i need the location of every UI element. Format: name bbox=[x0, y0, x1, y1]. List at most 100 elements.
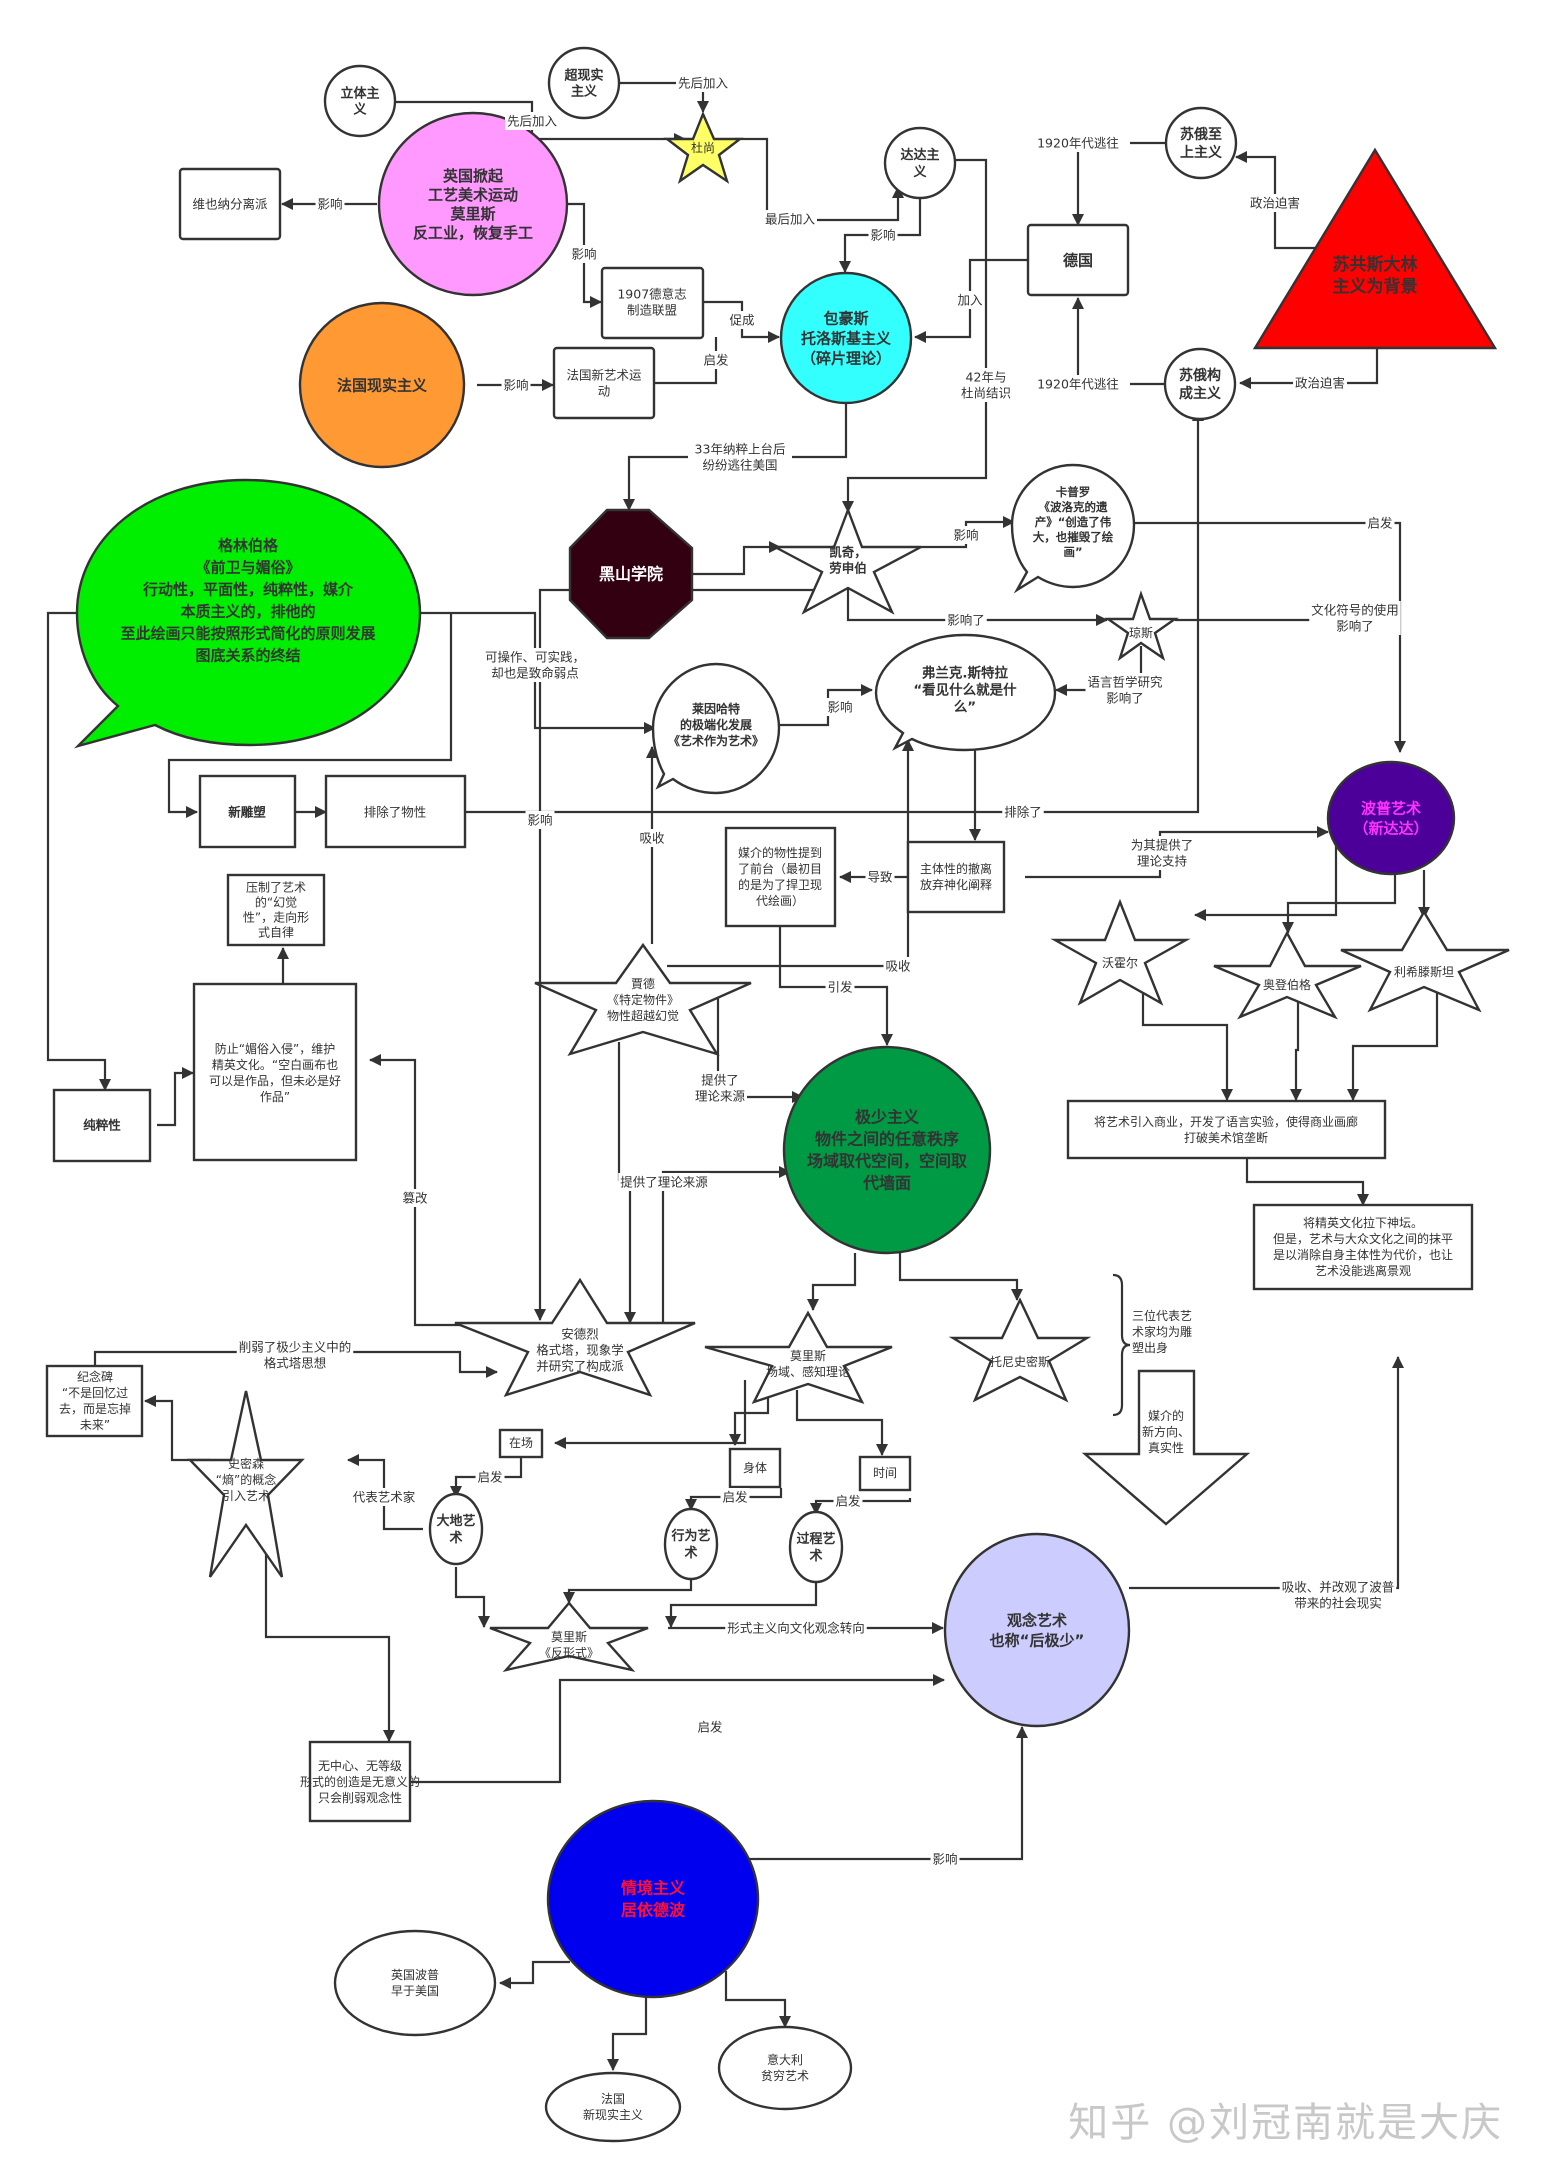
node-smithson[interactable] bbox=[187, 1390, 305, 1578]
node-elite-down[interactable] bbox=[1252, 1203, 1474, 1291]
node-label-black-mountain: 黑山学院 bbox=[599, 565, 663, 584]
edge-label-line: 理论来源 bbox=[695, 1088, 746, 1103]
node-judd[interactable] bbox=[534, 942, 752, 1057]
edge-label-bg bbox=[1279, 1578, 1397, 1612]
node-kaprow[interactable] bbox=[1010, 463, 1136, 594]
node-medium-arrow[interactable] bbox=[1081, 1369, 1251, 1526]
node-land-art[interactable] bbox=[428, 1492, 484, 1566]
node-time[interactable] bbox=[858, 1455, 912, 1492]
node-exclude-object[interactable] bbox=[324, 774, 467, 849]
node-subjectivity[interactable] bbox=[906, 840, 1006, 914]
node-greenberg[interactable] bbox=[73, 478, 422, 749]
node-new-sculpture[interactable] bbox=[198, 774, 297, 849]
edge-label-bg bbox=[763, 210, 817, 228]
node-label-line: 英国波普 bbox=[391, 1968, 439, 1982]
edge-label-influence-andre: 影响 bbox=[527, 812, 552, 827]
edge-label-line: 最后加入 bbox=[765, 211, 816, 226]
node-stella[interactable] bbox=[874, 633, 1057, 752]
node-minimalism[interactable] bbox=[782, 1045, 992, 1255]
node-label-line: 式自律 bbox=[258, 926, 294, 940]
node-process[interactable] bbox=[788, 1510, 844, 1584]
node-commerce[interactable] bbox=[1066, 1099, 1387, 1160]
node-prevent-kitsch[interactable] bbox=[192, 982, 358, 1162]
node-fr-new-realism[interactable] bbox=[544, 2071, 682, 2143]
node-duchamp[interactable] bbox=[663, 110, 744, 184]
node-label-tony-smith: 托尼史密斯 bbox=[990, 1354, 1050, 1369]
node-suppress[interactable] bbox=[226, 873, 326, 947]
node-tony-smith[interactable] bbox=[948, 1297, 1092, 1403]
node-cage[interactable] bbox=[774, 506, 922, 615]
node-label-line: 画” bbox=[1063, 545, 1082, 559]
node-label-line: 法国 bbox=[601, 2092, 625, 2106]
node-body[interactable] bbox=[728, 1447, 782, 1489]
node-antiform[interactable] bbox=[489, 1601, 649, 1672]
node-label-line: 只会削弱观念性 bbox=[318, 1790, 402, 1805]
node-label-line: 法国现实主义 bbox=[337, 376, 427, 394]
node-dada[interactable] bbox=[883, 126, 957, 200]
node-label-line: 新雕塑 bbox=[228, 804, 266, 819]
node-label-line: 琼斯 bbox=[1129, 625, 1153, 640]
node-performance[interactable] bbox=[663, 1507, 719, 1581]
node-surrealism[interactable] bbox=[547, 46, 621, 120]
node-stalin[interactable] bbox=[1252, 147, 1498, 350]
edge-label-meet-duchamp: 42年与杜尚结识 bbox=[961, 369, 1011, 400]
edge-label-bg bbox=[1002, 803, 1044, 821]
node-werkbund[interactable] bbox=[600, 266, 705, 340]
edge-label-line: 格式塔思想 bbox=[264, 1355, 327, 1370]
node-arte-povera[interactable] bbox=[717, 2025, 853, 2111]
node-johns[interactable] bbox=[1104, 590, 1179, 662]
node-pop-art[interactable] bbox=[1326, 760, 1456, 876]
node-oldenburg[interactable] bbox=[1213, 930, 1362, 1020]
node-reinhardt[interactable] bbox=[651, 662, 781, 795]
node-label-lichtenstein: 利希滕斯坦 bbox=[1394, 964, 1454, 979]
node-warhol[interactable] bbox=[1050, 898, 1191, 1006]
node-label-line: 打破美术馆垄断 bbox=[1184, 1130, 1268, 1145]
node-medium-front[interactable] bbox=[724, 826, 837, 928]
node-label-line: 《反形式》 bbox=[539, 1646, 599, 1660]
node-no-center[interactable] bbox=[308, 1740, 412, 1823]
node-germany[interactable] bbox=[1026, 223, 1130, 297]
edge-monument-andre bbox=[93, 1350, 498, 1378]
node-uk-pop[interactable] bbox=[333, 1929, 497, 2037]
node-andre[interactable] bbox=[454, 1277, 696, 1398]
edge-label-operable: 可操作、可实践，却也是致命弱点 bbox=[485, 649, 585, 680]
node-label-germany: 德国 bbox=[1063, 251, 1093, 269]
node-conceptual[interactable] bbox=[943, 1532, 1131, 1728]
edge-label-line: 提供了理论来源 bbox=[620, 1174, 708, 1189]
edge-label-theory-source-2: 提供了理论来源 bbox=[620, 1174, 708, 1189]
edge-label-bg bbox=[569, 245, 599, 263]
edge-situ-ukpop bbox=[499, 1960, 570, 1989]
edge-label-line: 1920年代逃往 bbox=[1037, 135, 1119, 150]
node-french-realism[interactable] bbox=[298, 301, 466, 469]
node-morris-field[interactable] bbox=[704, 1310, 893, 1405]
node-label-line: 主义为背景 bbox=[1333, 276, 1418, 297]
node-monument[interactable] bbox=[45, 1364, 144, 1438]
node-label-commerce: 将艺术引入商业，开发了语言实验，使得商业画廊打破美术馆垄断 bbox=[1094, 1114, 1358, 1145]
node-cubism[interactable] bbox=[323, 64, 397, 138]
node-arts-crafts[interactable] bbox=[377, 111, 569, 297]
node-label-line: 纯粹性 bbox=[83, 1117, 121, 1132]
edge-label-line: 却也是致命弱点 bbox=[491, 665, 579, 680]
node-purity[interactable] bbox=[52, 1088, 152, 1163]
node-label-line: 术 bbox=[683, 1545, 697, 1561]
node-situationism[interactable] bbox=[546, 1799, 760, 1999]
node-art-nouveau[interactable] bbox=[552, 346, 656, 420]
node-lichtenstein[interactable] bbox=[1340, 909, 1510, 1013]
node-label-line: 在场 bbox=[509, 1436, 533, 1450]
node-suprematism[interactable] bbox=[1164, 106, 1238, 180]
node-black-mountain[interactable] bbox=[568, 508, 694, 640]
node-presence[interactable] bbox=[498, 1428, 544, 1459]
edge-label-bg bbox=[475, 1468, 505, 1486]
edge-pop-warhol bbox=[1194, 842, 1338, 921]
node-label-line: 产》“创造了伟 bbox=[1035, 515, 1112, 529]
node-constructivism[interactable] bbox=[1163, 347, 1237, 421]
node-label-line: 劳申伯 bbox=[829, 560, 867, 575]
edge-label-influence-nouveau: 影响 bbox=[503, 377, 528, 392]
node-label-line: 苏俄构 bbox=[1179, 367, 1221, 384]
node-label-cage: 凯奇，劳申伯 bbox=[829, 544, 867, 575]
edge-label-line: 吸收 bbox=[885, 958, 911, 973]
edge-label-bg bbox=[865, 868, 895, 886]
node-label-dada: 达达主义 bbox=[900, 147, 939, 180]
node-vienna[interactable] bbox=[178, 167, 282, 241]
node-bauhaus[interactable] bbox=[779, 271, 913, 405]
